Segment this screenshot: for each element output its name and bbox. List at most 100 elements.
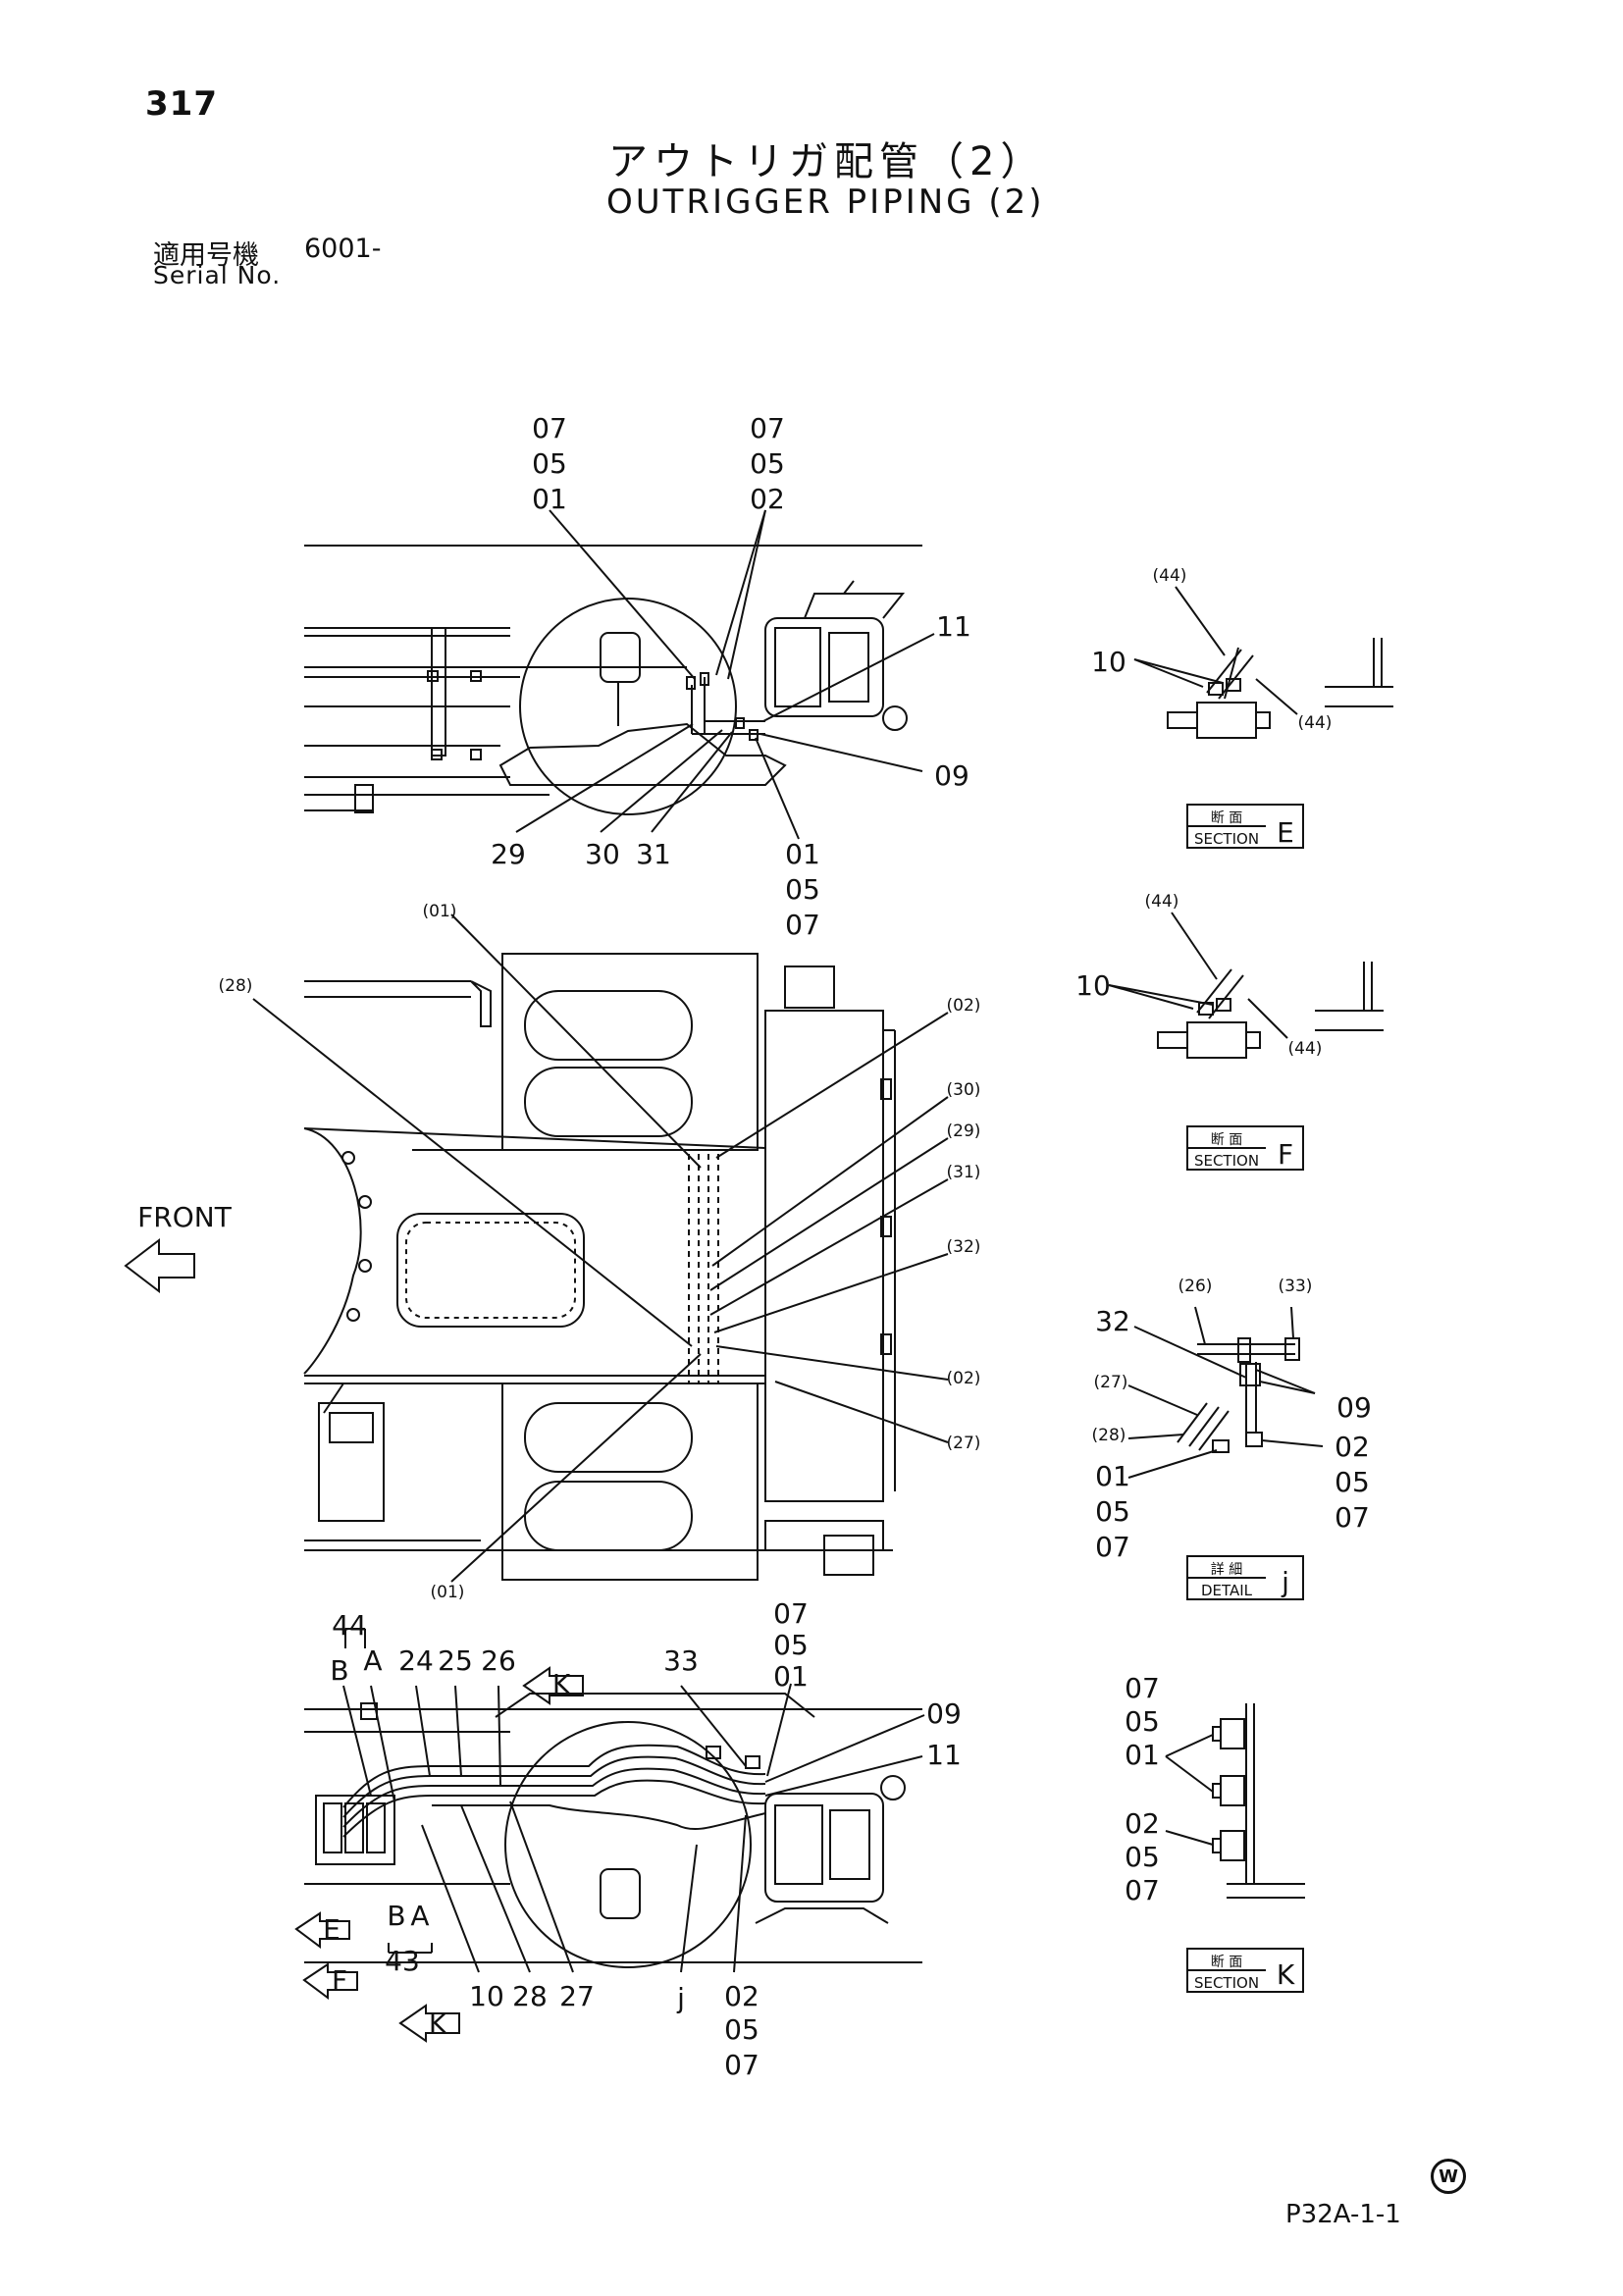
callout-label: 09 (1336, 1391, 1372, 1424)
section-f-jp: 断 面 (1211, 1132, 1242, 1148)
callout-label: 07 (1335, 1501, 1370, 1534)
callout-label: 07 (532, 412, 567, 444)
callout-label: K (552, 1668, 571, 1700)
callout-label: 25 (438, 1644, 473, 1677)
callout-label: (28) (1092, 1426, 1126, 1445)
title-japanese: アウトリガ配管（2） (608, 139, 1046, 184)
section-e-jp: 断 面 (1211, 810, 1242, 826)
callout-label: 10 (469, 1980, 504, 2012)
callout-label: (02) (947, 996, 981, 1016)
section-f-letter: F (1278, 1138, 1293, 1171)
callout-label: 31 (636, 838, 671, 870)
title-english: OUTRIGGER PIPING (2) (606, 183, 1045, 222)
callout-label: 05 (1125, 1841, 1160, 1873)
detail-j-en: DETAIL (1201, 1582, 1253, 1599)
section-f-texts: (44) 10 (44) 断 面 SECTION F (1075, 892, 1322, 1171)
detail-j-texts: (26) (33) 32 09 (27) (28) 02 05 07 01 05… (1092, 1277, 1372, 1599)
callout-label: 11 (926, 1739, 962, 1771)
callout-label: 07 (724, 2049, 759, 2081)
callout-label: 43 (385, 1945, 420, 1977)
callout-label: B (330, 1654, 348, 1687)
callout-label: (26) (1178, 1277, 1213, 1296)
bottom-view-arrows (294, 1666, 584, 2043)
callout-label: 07 (1125, 1672, 1160, 1704)
callout-label: (33) (1279, 1277, 1313, 1296)
callout-label: (27) (947, 1434, 981, 1453)
callout-label: 05 (1095, 1495, 1130, 1528)
callout-label: 07 (1125, 1874, 1160, 1906)
callout-label: 05 (750, 447, 785, 480)
detail-j-letter: j (1281, 1566, 1289, 1598)
callout-label: 05 (532, 447, 567, 480)
callout-label: (27) (1094, 1373, 1128, 1392)
callout-label: 24 (398, 1644, 434, 1677)
callout-label: 11 (936, 610, 971, 643)
bottom-view-callouts: 44 B A 24 25 26 K 33 07 05 01 09 11 E B … (323, 1597, 962, 2081)
callout-label: (44) (1153, 566, 1187, 586)
callout-label: 07 (773, 1597, 809, 1630)
callout-label: 05 (724, 2013, 759, 2046)
callout-label: (02) (947, 1369, 981, 1388)
page-number: 317 (145, 84, 218, 124)
view-arrow-k-top-icon (522, 1666, 584, 1705)
callout-label: 33 (663, 1644, 699, 1677)
callout-label: 05 (1335, 1466, 1370, 1498)
callout-label: A (410, 1900, 429, 1932)
bottom-view (304, 1628, 925, 1973)
detail-j-drawing (1127, 1306, 1324, 1600)
serial-label-japanese: 適用号機 (153, 240, 259, 271)
front-label: FRONT (137, 1201, 233, 1233)
top-view (304, 509, 935, 840)
view-arrow-e-icon (294, 1911, 350, 1949)
callout-label: (44) (1288, 1039, 1323, 1059)
callout-label: 10 (1075, 969, 1111, 1002)
circled-w-mark: W (1431, 2159, 1466, 2194)
callout-label: 05 (773, 1629, 809, 1661)
callout-label: 01 (532, 483, 567, 515)
front-indicator: FRONT (124, 1201, 233, 1294)
callout-label: (29) (947, 1122, 981, 1141)
section-k-en: SECTION (1194, 1974, 1259, 1992)
callout-label: (01) (431, 1583, 465, 1602)
section-k-letter: K (1277, 1958, 1295, 1991)
callout-label: B (387, 1900, 405, 1932)
callout-label: 28 (512, 1980, 548, 2012)
document-code: P32A-1-1 (1285, 2200, 1401, 2229)
callout-label: (30) (947, 1080, 981, 1100)
callout-label: (28) (219, 976, 253, 996)
callout-label: 02 (1335, 1431, 1370, 1463)
callout-label: 07 (785, 909, 820, 941)
section-k-jp: 断 面 (1211, 1955, 1242, 1970)
callout-label: 09 (934, 759, 969, 792)
callout-label: 26 (481, 1644, 516, 1677)
detail-j-jp: 詳 細 (1211, 1562, 1242, 1578)
callout-label: 02 (750, 483, 785, 515)
callout-label: 44 (332, 1609, 367, 1642)
callout-label: 09 (926, 1697, 962, 1730)
section-k-texts: 07 05 01 02 05 07 断 面 SECTION K (1125, 1672, 1295, 1992)
section-f-drawing (1108, 912, 1384, 1171)
callout-label: 02 (1125, 1807, 1160, 1840)
view-arrow-k-bottom-icon (398, 2004, 460, 2043)
middle-view-callouts: (01) (28) (02) (30) (29) (31) (32) (02) … (219, 902, 981, 1602)
callout-label: 05 (1125, 1705, 1160, 1738)
callout-label: 29 (491, 838, 526, 870)
callout-label: 07 (750, 412, 785, 444)
callout-label: 01 (785, 838, 820, 870)
callout-label: 32 (1095, 1305, 1130, 1337)
callout-label: 01 (1125, 1739, 1160, 1771)
view-arrow-f-icon (302, 1962, 358, 2000)
callout-label: 07 (1095, 1531, 1130, 1563)
serial-number: 6001- (304, 234, 382, 264)
callout-label: 10 (1091, 646, 1126, 678)
callout-label: 30 (585, 838, 620, 870)
callout-label: (31) (947, 1163, 981, 1182)
callout-label: j (676, 1982, 685, 2014)
section-e-drawing (1133, 586, 1393, 849)
middle-view (252, 913, 949, 1583)
callout-label: 27 (559, 1980, 595, 2012)
callout-label: 01 (1095, 1460, 1130, 1492)
callout-label: (44) (1298, 713, 1333, 733)
section-k-drawing (1165, 1703, 1305, 1993)
